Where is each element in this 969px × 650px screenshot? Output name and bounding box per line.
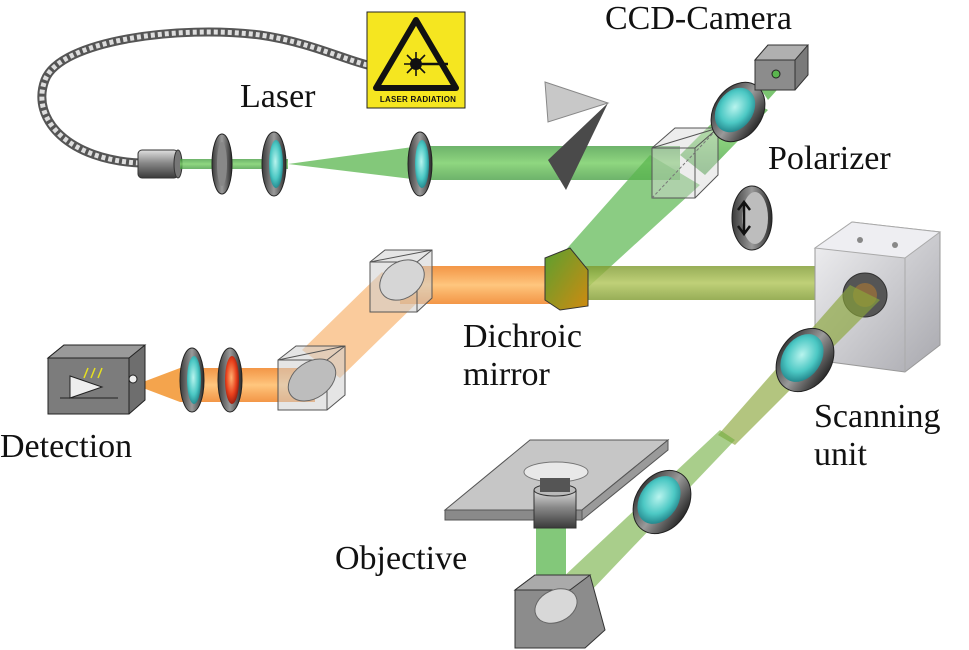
laser-radiation-text: LASER RADIATION xyxy=(379,95,457,104)
objective-lens xyxy=(533,478,577,529)
beamsplitter-cube xyxy=(651,127,719,199)
ccd-lens xyxy=(710,81,766,143)
dichroic-label-line1: Dichroic xyxy=(463,318,582,355)
polarizer xyxy=(731,185,773,251)
laser-lens-1 xyxy=(211,133,233,195)
detection-label: Detection xyxy=(0,428,133,465)
laser-lens-3 xyxy=(407,131,433,197)
scanning-label-line2: unit xyxy=(814,436,867,473)
objective-mirror xyxy=(513,574,606,649)
laser-lens-2 xyxy=(261,131,287,197)
beam-blocker-prism xyxy=(544,81,610,190)
emission-mirror-upper xyxy=(369,249,433,313)
scanning-unit-label: Scanning unit xyxy=(814,398,941,474)
tube-lens xyxy=(632,469,692,535)
dichroic-mirror xyxy=(544,247,589,311)
polarizer-label: Polarizer xyxy=(768,140,891,177)
laser-warning-sign xyxy=(366,11,466,109)
objective-label: Objective xyxy=(335,540,468,577)
laser-label: Laser xyxy=(240,78,316,115)
emission-mirror-lower xyxy=(277,345,346,411)
scanning-label-line1: Scanning xyxy=(814,398,941,435)
dichroic-mirror-label: Dichroic mirror xyxy=(463,318,582,394)
ccd-camera-box xyxy=(753,44,810,91)
detector-box xyxy=(46,344,147,415)
fiber-collimator xyxy=(137,149,183,179)
detection-lens-1 xyxy=(179,347,205,413)
detection-filter xyxy=(217,347,243,413)
fiber-cable xyxy=(37,27,373,168)
beam-dichroic-to-scanner xyxy=(580,266,835,300)
dichroic-label-line2: mirror xyxy=(463,356,550,393)
beam-down-to-dichroic xyxy=(555,155,700,290)
laser-beam-expand xyxy=(288,146,420,180)
photodiode-icon xyxy=(69,375,104,399)
scanning-unit xyxy=(813,221,942,373)
scan-lens xyxy=(775,327,835,393)
ccd-camera-label: CCD-Camera xyxy=(605,0,792,37)
laser-beam-thin xyxy=(180,159,288,169)
polarizer-arrow-icon xyxy=(737,199,751,237)
